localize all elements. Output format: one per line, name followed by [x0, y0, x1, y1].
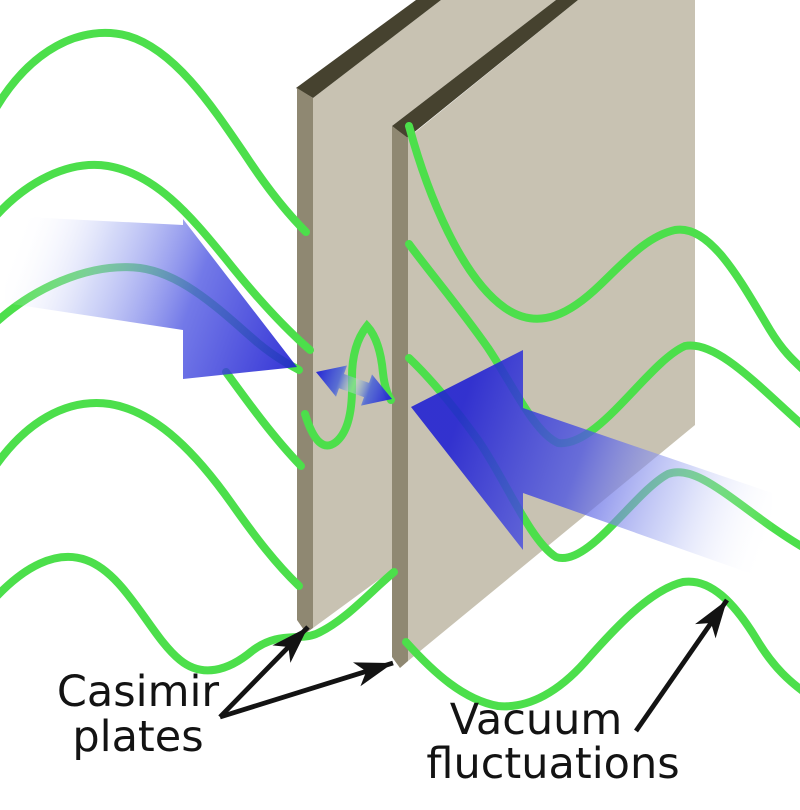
vacuum-fluctuations-label: Vacuum fluctuations: [426, 695, 679, 789]
radiation-pressure-arrow-right: [411, 350, 772, 581]
casimir-plate-right: [392, 0, 695, 668]
vacuum-wave: [405, 122, 800, 373]
vacuum-wave: [402, 577, 800, 711]
vacuum-fluctuations-label-line1: Vacuum: [450, 695, 622, 745]
right-plate-face: [408, 0, 695, 661]
left-plate-side-edge: [297, 88, 313, 633]
callout-arrow-right-plate: [219, 660, 394, 720]
right-plate-top-edge: [392, 0, 578, 138]
vacuum-wave: [0, 161, 314, 354]
vacuum-wave: [0, 553, 398, 675]
casimir-plates-label-line2: plates: [72, 712, 203, 762]
callout-arrow-vacuum-wave: [634, 598, 729, 733]
left-plate-top-edge: [296, 0, 441, 98]
vacuum-fluctuations-label-line2: fluctuations: [426, 739, 679, 789]
radiation-pressure-arrow-left: [5, 216, 297, 379]
left-plate-face: [313, 0, 556, 628]
casimir-plates-label: Casimir plates: [57, 667, 220, 762]
casimir-plates-label-line1: Casimir: [57, 667, 220, 717]
plate-gap-double-arrow: [316, 365, 392, 406]
vacuum-wave: [0, 28, 310, 236]
vacuum-wave-between-plates: [301, 319, 395, 450]
callout-arrows: [218, 598, 729, 733]
callout-arrow-left-plate: [218, 625, 310, 719]
right-plate-side-edge: [392, 126, 408, 668]
vacuum-wave: [0, 399, 303, 590]
vacuum-wave: [222, 368, 305, 470]
